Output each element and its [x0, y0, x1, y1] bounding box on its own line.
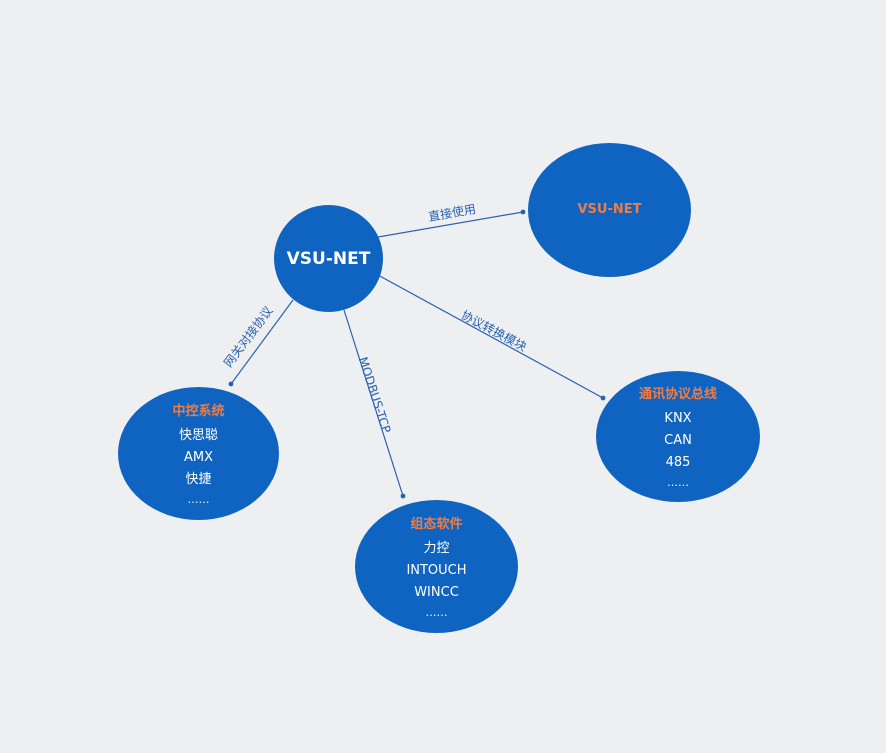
config-software-title: 组态软件 — [410, 516, 463, 532]
comm-bus-item: 485 — [665, 454, 691, 470]
direct-vsu-title: VSU-NET — [577, 202, 642, 217]
edge-dot-protocol — [600, 395, 606, 401]
comm-bus-item: CAN — [664, 432, 692, 448]
central-control-item: 快思聪 — [178, 427, 218, 443]
config-software-node: 组态软件 力控 INTOUCH WINCC …… — [355, 500, 518, 633]
central-control-item: 快捷 — [185, 471, 212, 487]
comm-bus-title: 通讯协议总线 — [638, 386, 717, 402]
config-software-item: INTOUCH — [406, 562, 467, 578]
comm-bus-item: KNX — [664, 410, 692, 426]
edge-line-gateway — [230, 299, 294, 385]
edge-dot-gateway — [228, 381, 234, 387]
edge-line-modbus — [343, 309, 404, 497]
comm-bus-ellipsis: …… — [667, 475, 689, 489]
hub-node: VSU-NET — [274, 205, 383, 312]
central-control-ellipsis: …… — [187, 492, 210, 506]
hub-label: VSU-NET — [286, 248, 371, 269]
comm-bus-node: 通讯协议总线 KNX CAN 485 …… — [596, 371, 760, 502]
config-software-item: WINCC — [414, 584, 459, 600]
central-control-item: AMX — [183, 449, 213, 465]
config-software-item: 力控 — [423, 540, 450, 556]
edge-dot-modbus — [400, 493, 406, 499]
central-control-node: 中控系统 快思聪 AMX 快捷 …… — [118, 387, 279, 520]
direct-vsu-node: VSU-NET — [528, 143, 691, 277]
edge-line-protocol — [377, 274, 604, 399]
central-control-title: 中控系统 — [172, 403, 225, 419]
config-software-ellipsis: …… — [425, 605, 448, 619]
edge-dot-direct — [520, 209, 526, 215]
edge-line-direct — [377, 211, 524, 238]
